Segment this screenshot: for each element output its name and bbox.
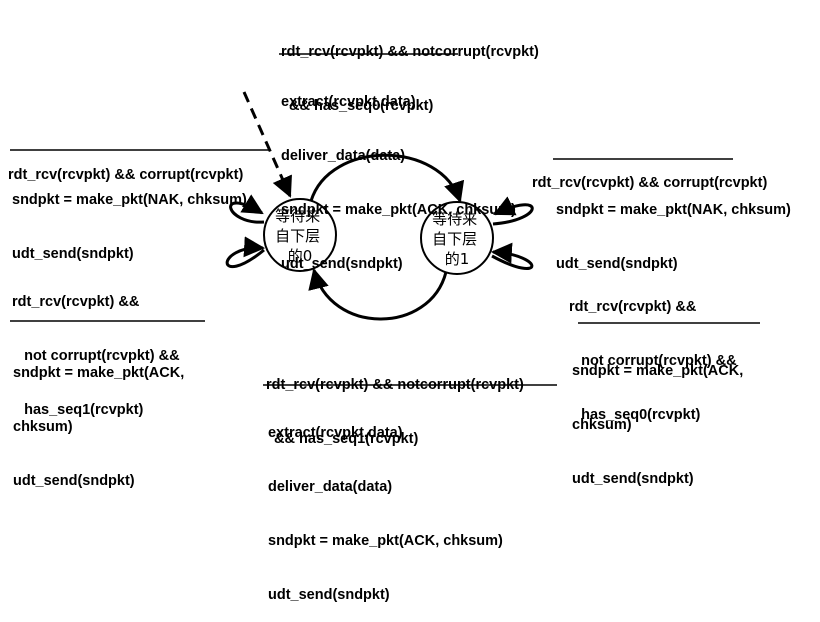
event-line: has_seq0(rcvpkt): [569, 407, 701, 423]
action-line: udt_send(sndpkt): [12, 246, 134, 262]
event-line: && has_seq0(rcvpkt): [281, 98, 434, 114]
transition-bottom-event: rdt_rcv(rcvpkt) && notcorrupt(rcvpkt) &&…: [266, 340, 524, 466]
initial-state-arrow: [242, 91, 292, 198]
self-loop-wait0-upper: [229, 194, 265, 224]
action-line: udt_send(sndpkt): [556, 256, 678, 272]
state-wait0-circle: [263, 198, 337, 272]
fsm-diagram: 等待来 自下层 的0 等待来 自下层 的1: [10, 53, 760, 386]
event-line: not corrupt(rcvpkt) &&: [12, 348, 180, 364]
self-loop-wait1-lower: [490, 242, 534, 271]
action-line: udt_send(sndpkt): [268, 587, 390, 603]
transition-top-arrow: [309, 153, 465, 203]
event-line: has_seq1(rcvpkt): [12, 402, 144, 418]
action-line: sndpkt = make_pkt(NAK, chksum): [556, 202, 791, 218]
action-line: extract(rcvpkt,data): [281, 94, 416, 110]
action-line: deliver_data(data): [268, 479, 393, 495]
transition-right-seq0-event: rdt_rcv(rcvpkt) && not corrupt(rcvpkt) &…: [569, 262, 737, 442]
event-line: rdt_rcv(rcvpkt) && corrupt(rcvpkt): [532, 175, 768, 191]
action-line: chksum): [13, 419, 73, 435]
action-line: udt_send(sndpkt): [572, 471, 694, 487]
self-loop-wait1-upper: [492, 196, 534, 226]
action-line: chksum): [572, 417, 632, 433]
action-line: sndpkt = make_pkt(ACK, chksum): [281, 202, 516, 218]
transition-right-seq0-actions: sndpkt = make_pkt(ACK, chksum) udt_send(…: [572, 326, 743, 506]
event-line: rdt_rcv(rcvpkt) &&: [12, 294, 140, 310]
transition-top-actions: extract(rcvpkt,data) deliver_data(data) …: [281, 57, 516, 291]
state-wait0-label: 等待来 自下层 的0: [275, 207, 325, 265]
transition-top-event: rdt_rcv(rcvpkt) && notcorrupt(rcvpkt) &&…: [281, 7, 539, 133]
action-line: sndpkt = make_pkt(NAK, chksum): [12, 192, 247, 208]
action-line: extract(rcvpkt,data): [268, 425, 403, 441]
action-line: deliver_data(data): [281, 148, 406, 164]
event-line: rdt_rcv(rcvpkt) && notcorrupt(rcvpkt): [281, 44, 539, 60]
transition-left-corrupt-event: rdt_rcv(rcvpkt) && corrupt(rcvpkt): [8, 130, 243, 202]
transition-right-corrupt-event: rdt_rcv(rcvpkt) && corrupt(rcvpkt): [532, 138, 767, 210]
action-line: udt_send(sndpkt): [13, 473, 135, 489]
transition-left-corrupt-actions: sndpkt = make_pkt(NAK, chksum) udt_send(…: [12, 155, 247, 281]
event-line: && has_seq1(rcvpkt): [266, 431, 419, 447]
self-loop-wait0-lower: [225, 236, 266, 269]
action-line: sndpkt = make_pkt(ACK,: [572, 363, 744, 379]
transition-bottom-actions: extract(rcvpkt,data) deliver_data(data) …: [268, 388, 503, 622]
transition-right-corrupt-actions: sndpkt = make_pkt(NAK, chksum) udt_send(…: [556, 165, 791, 291]
action-line: sndpkt = make_pkt(ACK, chksum): [268, 533, 503, 549]
event-line: not corrupt(rcvpkt) &&: [569, 353, 737, 369]
state-wait1-label: 等待来 自下层 的1: [432, 210, 482, 268]
action-line: udt_send(sndpkt): [281, 256, 403, 272]
transition-left-seq1-actions: sndpkt = make_pkt(ACK, chksum) udt_send(…: [13, 328, 184, 508]
transition-bottom-arrow: [308, 267, 448, 321]
transition-left-seq1-event: rdt_rcv(rcvpkt) && not corrupt(rcvpkt) &…: [12, 257, 180, 437]
event-line: rdt_rcv(rcvpkt) && corrupt(rcvpkt): [8, 167, 244, 183]
action-line: sndpkt = make_pkt(ACK,: [13, 365, 185, 381]
event-line: rdt_rcv(rcvpkt) &&: [569, 299, 697, 315]
event-line: rdt_rcv(rcvpkt) && notcorrupt(rcvpkt): [266, 377, 524, 393]
